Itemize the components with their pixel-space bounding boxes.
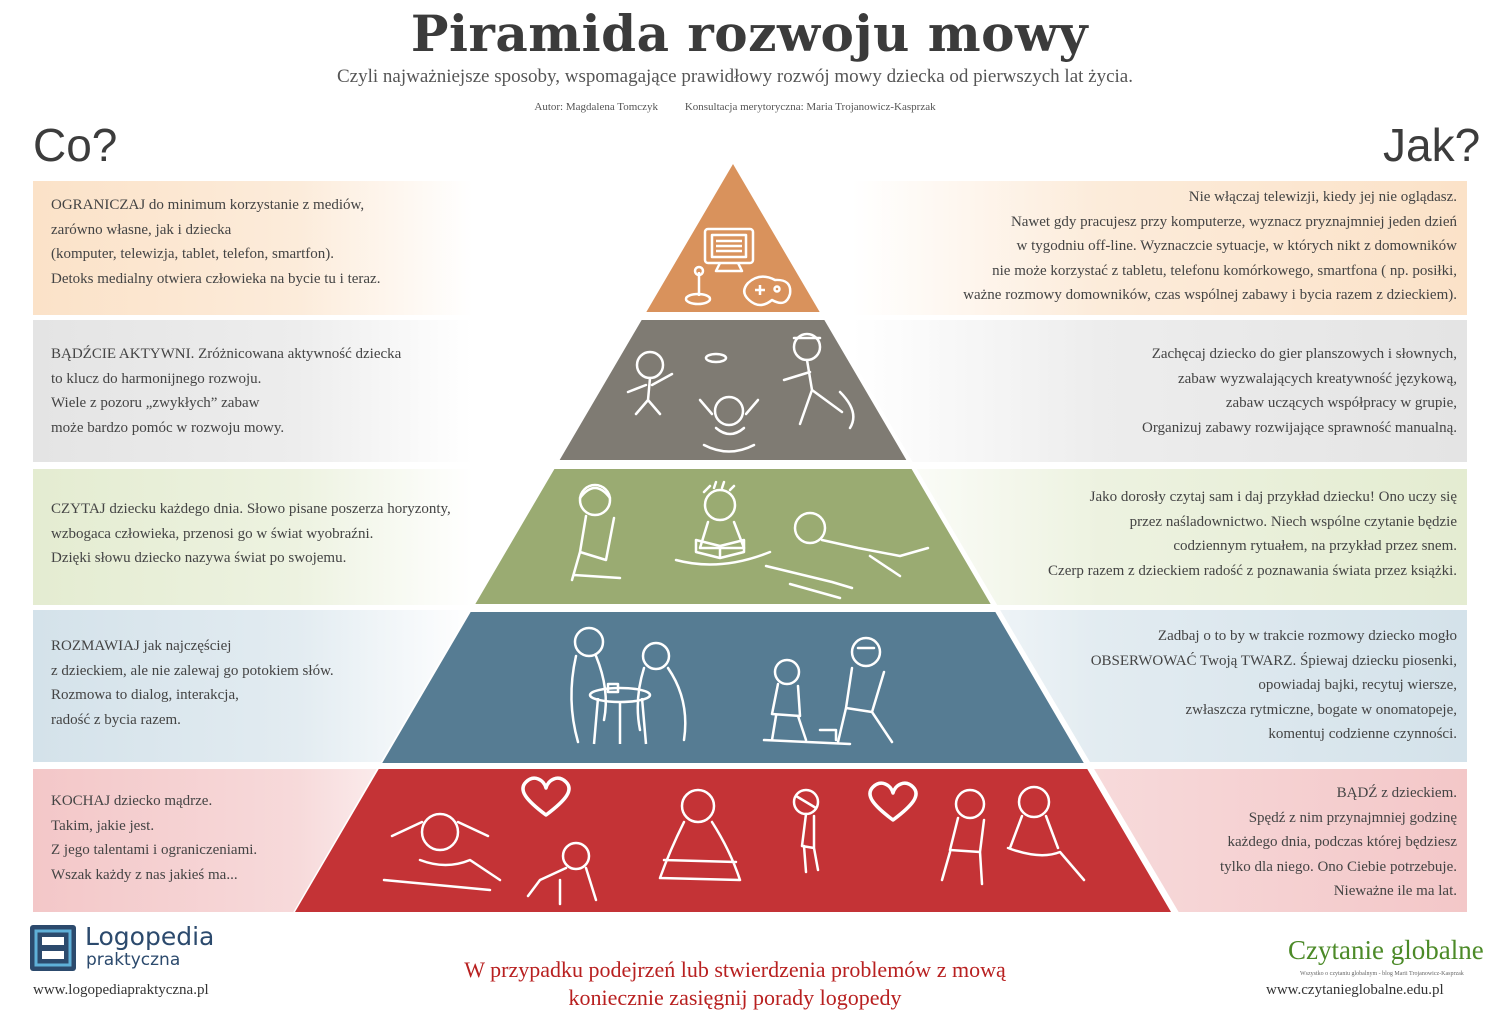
level-5-right-text: BĄDŹ z dzieckiem. Spędź z nim przynajmnie…: [1220, 781, 1457, 904]
czytanie-globalne-tagline: Wszystko o czytaniu globalnym - blog Mar…: [1300, 971, 1464, 977]
level-1-left-text: OGRANICZAJ do minimum korzystanie z medi…: [51, 193, 380, 291]
pyramid-level-1: [646, 164, 820, 312]
text-line: (komputer, telewizja, tablet, telefon, s…: [51, 246, 335, 263]
text-line: OGRANICZAJ do minimum korzystanie z medi…: [51, 197, 365, 213]
left-column-heading: Co?: [33, 119, 118, 171]
pyramid-level-2: [559, 320, 907, 460]
czytanie-globalne-url-link[interactable]: www.czytanieglobalne.edu.pl: [1266, 982, 1444, 998]
text-line: Nie włączaj telewizji, kiedy jej nie ogl…: [1188, 189, 1457, 205]
level-1-left-band: OGRANICZAJ do minimum korzystanie z medi…: [33, 181, 473, 315]
credits: Autor: Magdalena Tomczyk Konsultacja mer…: [0, 101, 1470, 113]
book-icon: [694, 538, 746, 560]
text-line: Dzięki słowu dziecko nazywa świat po swo…: [51, 550, 347, 567]
text-line: BĄDŹCIE AKTYWNI. Zróżnicowana aktywność …: [51, 346, 402, 362]
logopedia-logo-line1: Logopedia: [85, 922, 215, 951]
children-playing-icon: [626, 332, 855, 453]
text-line: Detoks medialny otwiera człowieka na byc…: [51, 270, 381, 287]
text-line: Organizuj zabawy rozwijające sprawność m…: [1141, 419, 1457, 436]
text-line: w tygodniu off-line. Wyznaczcie sytuacje…: [1016, 238, 1457, 255]
text-line: zabaw uczących współpracy w grupie,: [1225, 395, 1457, 412]
text-line: wzbogaca człowieka, przenosi go w świat …: [51, 525, 374, 542]
author-credit: Autor: Magdalena Tomczyk: [534, 101, 659, 113]
text-line: KOCHAJ dziecko mądrze.: [51, 793, 213, 809]
text-line: Czerp razem z dzieckiem radość z poznawa…: [1048, 562, 1457, 579]
pyramid-level-4: [382, 612, 1084, 763]
text-line: z dzieckiem, ale nie zalewaj go potokiem…: [51, 662, 334, 679]
logopedia-logo-icon: [30, 925, 76, 971]
text-line: tylko dla niego. Ono Ciebie potrzebuje.: [1219, 858, 1457, 875]
text-line: zwłaszcza rytmiczne, bogate w onomatopej…: [1185, 701, 1457, 718]
level-3-right-text: Jako dorosły czytaj sam i daj przykład d…: [1048, 485, 1457, 583]
text-line: Wiele z pozoru „zwykłych” zabaw: [51, 395, 260, 412]
text-line: zarówno własne, jak i dziecka: [51, 221, 232, 238]
consultation-credit: Konsultacja merytoryczna: Maria Trojanow…: [684, 101, 936, 113]
pyramid-level-3: [475, 469, 991, 604]
pyramid-levels: [295, 164, 1171, 912]
text-line: Z jego talentami i ograniczeniami.: [51, 842, 258, 859]
computer-icon: [703, 227, 755, 273]
heart-icon: [868, 781, 918, 822]
text-line: BĄDŹ z dzieckiem.: [1336, 785, 1457, 801]
text-line: Nieważne ile ma lat.: [1333, 883, 1457, 900]
text-line: opowiadaj bajki, recytuj wiersze,: [1258, 677, 1457, 694]
frisbee-icon: [704, 352, 728, 364]
level-2-left-band: BĄDŹCIE AKTYWNI. Zróżnicowana aktywność …: [33, 320, 473, 462]
text-line: OBSERWOWAĆ Twoją TWARZ. Śpiewaj dziecku …: [1090, 652, 1457, 669]
conversation-scene-icon: [570, 626, 894, 746]
reading-children-icon: [570, 480, 930, 600]
text-line: komentuj codzienne czynności.: [1268, 726, 1457, 743]
warning-note: W przypadku podejrzeń lub stwierdzenia p…: [0, 956, 1470, 1012]
text-line: każdego dnia, podczas której będziesz: [1227, 834, 1457, 851]
text-line: może bardzo pomóc w rozwoju mowy.: [51, 419, 285, 436]
level-3-left-band: CZYTAJ dziecku każdego dnia. Słowo pisan…: [33, 469, 473, 605]
text-line: codziennym rytuałem, na przykład przez s…: [1173, 538, 1457, 555]
text-line: zabaw wyzwalających kreatywność językową…: [1177, 370, 1457, 387]
level-4-left-text: ROZMAWIAJ jak najczęściej z dzieckiem, al…: [51, 634, 334, 732]
level-1-right-band: Nie włączaj telewizji, kiedy jej nie ogl…: [852, 181, 1467, 315]
text-line: Nawet gdy pracujesz przy komputerze, wyz…: [1010, 213, 1457, 230]
text-line: Takim, jakie jest.: [51, 817, 155, 834]
right-column-heading: Jak?: [1383, 119, 1481, 171]
text-line: nie może korzystać z tabletu, telefonu k…: [992, 262, 1457, 279]
text-line: ROZMAWIAJ jak najczęściej: [51, 638, 232, 654]
level-1-right-text: Nie włączaj telewizji, kiedy jej nie ogl…: [963, 185, 1457, 308]
text-line: CZYTAJ dziecku każdego dnia. Słowo pisan…: [51, 501, 451, 517]
logopedia-url-link[interactable]: www.logopediapraktyczna.pl: [33, 982, 209, 998]
text-line: Spędź z nim przynajmniej godzinę: [1248, 809, 1457, 826]
level-2-right-band: Zachęcaj dziecko do gier planszowych i s…: [852, 320, 1467, 462]
level-2-left-text: BĄDŹCIE AKTYWNI. Zróżnicowana aktywność …: [51, 342, 401, 440]
level-4-right-text: Zadbaj o to by w trakcie rozmowy dziecko…: [1091, 624, 1457, 747]
logopedia-logo-line2: praktyczna: [86, 950, 181, 970]
heart-icon: [521, 776, 571, 817]
gamepad-icon: [743, 275, 792, 307]
level-5-left-text: KOCHAJ dziecko mądrze. Takim, jakie jest.…: [51, 789, 257, 887]
text-line: ważne rozmowy domowników, czas wspólnej …: [963, 287, 1457, 304]
text-line: Zadbaj o to by w trakcie rozmowy dziecko…: [1157, 628, 1457, 644]
warning-note-line1: W przypadku podejrzeń lub stwierdzenia p…: [464, 957, 1006, 982]
text-line: radość z bycia razem.: [51, 711, 181, 728]
czytanie-globalne-logo: Czytanie globalne: [1288, 935, 1484, 965]
text-line: Jako dorosły czytaj sam i daj przykład d…: [1089, 489, 1457, 505]
text-line: to klucz do harmonijnego rozwoju.: [51, 370, 262, 387]
level-2-right-text: Zachęcaj dziecko do gier planszowych i s…: [1142, 342, 1457, 440]
logopedia-praktyczna-logo: Logopedia praktyczna: [30, 922, 214, 977]
pyramid-level-5: [295, 769, 1171, 912]
text-line: Wszak każdy z nas jakieś ma...: [51, 866, 238, 883]
level-3-left-text: CZYTAJ dziecku każdego dnia. Słowo pisan…: [51, 497, 451, 571]
text-line: Zachęcaj dziecko do gier planszowych i s…: [1151, 346, 1457, 362]
warning-note-line2: koniecznie zasięgnij porady logopedy: [568, 985, 902, 1010]
page-title: Piramida rozwoju mowy: [410, 4, 1089, 63]
page-subtitle: Czyli najważniejsze sposoby, wspomagając…: [337, 66, 1133, 87]
joystick-icon: [684, 265, 712, 306]
family-scene-icon: [382, 785, 1086, 906]
table-icon: [588, 682, 652, 745]
text-line: Rozmowa to dialog, interakcja,: [51, 687, 239, 704]
text-line: przez naśladownictwo. Niech wspólne czyt…: [1129, 513, 1457, 530]
